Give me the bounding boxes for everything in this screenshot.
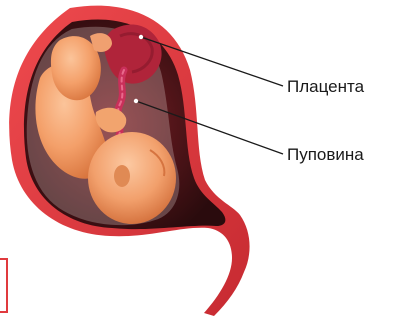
placenta-label: Плацента bbox=[287, 77, 364, 97]
fetus-head bbox=[88, 132, 176, 224]
umbilical-cord-label: Пуповина bbox=[287, 145, 364, 165]
edge-frame-mark bbox=[0, 258, 8, 313]
